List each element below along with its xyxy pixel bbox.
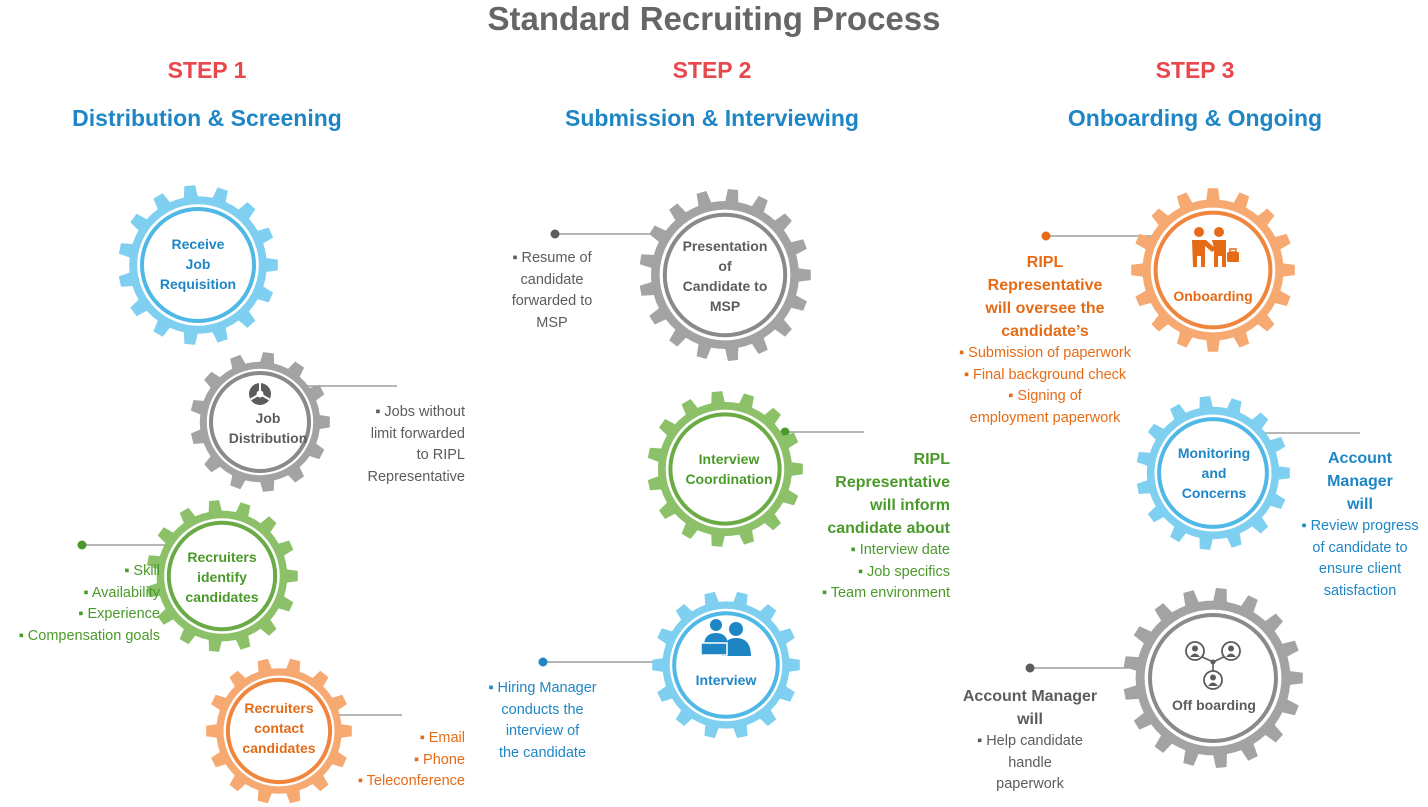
gear-inner-ring	[672, 611, 780, 719]
connector-dot	[780, 427, 790, 437]
handshake-icon	[1192, 227, 1239, 267]
step-1-label: STEP 1	[167, 57, 247, 83]
gear-label-interview: Interview	[695, 672, 757, 688]
gear-receive	[118, 185, 278, 345]
gear-inner-ring	[1153, 210, 1273, 330]
gear-distribution	[190, 352, 330, 492]
gear-monitoring	[1136, 396, 1290, 550]
gear-face	[206, 368, 314, 476]
gear-label-offboarding: Off boarding	[1172, 697, 1256, 713]
gear-inner-ring	[668, 412, 782, 526]
step-2-heading: Submission & Interviewing	[565, 105, 859, 131]
gear-inner-ring	[209, 371, 311, 473]
step-3-label: STEP 3	[1155, 57, 1235, 83]
gear-face	[665, 409, 785, 529]
gear-identify	[146, 500, 298, 652]
gear-inner-ring	[1148, 613, 1278, 743]
interview-meeting-icon	[700, 619, 751, 656]
gear-presentation	[639, 189, 811, 361]
connector-dot	[77, 540, 87, 550]
connector-dot	[550, 229, 560, 239]
gear-label-onboarding: Onboarding	[1173, 288, 1253, 304]
step-3-heading: Onboarding & Ongoing	[1067, 105, 1323, 131]
gear-face	[164, 518, 280, 634]
step-2-label: STEP 2	[672, 57, 752, 83]
gear-face	[223, 675, 335, 787]
connector-dot	[1025, 663, 1035, 673]
gear-inner-ring	[1157, 417, 1269, 529]
gears	[118, 185, 1303, 804]
step-1-heading: Distribution & Screening	[72, 105, 342, 131]
gear-face	[659, 209, 791, 341]
gear-contact	[206, 658, 352, 804]
gear-face	[1154, 414, 1272, 532]
note-offboarding-heading: Account Manager	[962, 688, 1098, 705]
note-identify: ▪ Skill▪ Availability▪ Experience▪ Compe…	[18, 563, 160, 644]
gear-inner-ring	[662, 212, 788, 338]
note-monitoring-heading: Account	[1328, 450, 1392, 467]
gear-face	[137, 204, 259, 326]
gear-inner-ring	[140, 207, 256, 323]
note-coordination-heading: RIPL	[913, 451, 950, 468]
gear-onboarding	[1131, 188, 1295, 352]
gear-coordination	[647, 391, 803, 547]
gear-interview	[652, 591, 800, 739]
distribution-icon	[249, 383, 271, 405]
connector-dot	[1041, 231, 1051, 241]
note-contact: ▪ Email▪ Phone▪ Teleconference	[357, 730, 465, 789]
gear-face	[669, 608, 783, 722]
diagram-title: Standard Recruiting Process	[487, 0, 941, 37]
gear-face	[1150, 207, 1276, 333]
connector-dot	[538, 657, 548, 667]
note-onboarding-heading: RIPL	[1026, 254, 1064, 271]
gear-inner-ring	[166, 520, 278, 632]
gear-inner-ring	[225, 677, 333, 785]
people-network-icon	[1185, 641, 1241, 690]
